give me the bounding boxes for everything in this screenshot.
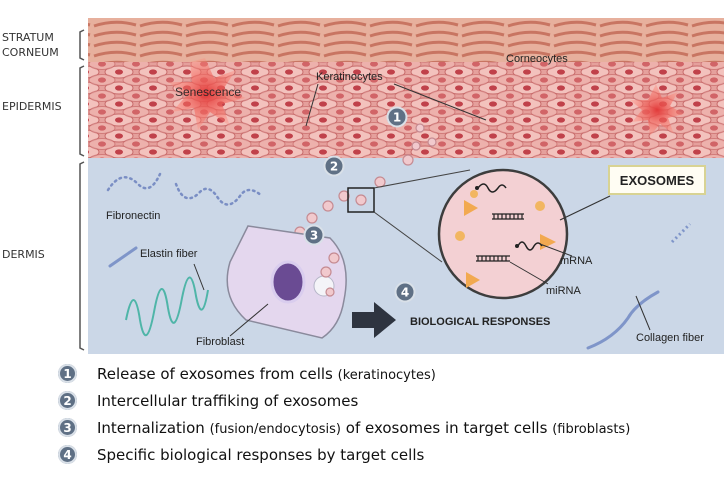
elastin-label: Elastin fiber — [140, 248, 198, 260]
elastin-fiber — [125, 276, 209, 336]
layer-label-epidermis: EPIDERMIS — [2, 100, 62, 113]
senescence-burst-left — [168, 58, 246, 130]
senescence-burst-right — [630, 84, 684, 136]
mrna-pointer — [539, 243, 573, 257]
response-arrow — [352, 302, 396, 338]
legend-item-4: 4 Specific biological responses by targe… — [58, 441, 718, 468]
legend-badge-1: 1 — [58, 364, 77, 383]
legend-text-1: Release of exosomes from cells — [97, 364, 333, 383]
legend-note-1: (keratinocytes) — [337, 367, 436, 383]
elastin-segment — [108, 246, 138, 268]
legend-text-3b: of exosomes in target cells — [345, 418, 548, 437]
exosome-zoom-box — [347, 187, 375, 213]
fibronectin-label: Fibronectin — [106, 210, 160, 222]
collagen-fiber — [586, 290, 660, 350]
legend-badge-4: 4 — [58, 445, 77, 464]
legend-text-2: Intercellular traffiking of exosomes — [97, 391, 359, 410]
keratinocytes-pointers — [305, 83, 487, 127]
layer-label-corneum: CORNEUM — [2, 46, 59, 59]
badge-1: 1 — [386, 106, 408, 128]
fibroblast-cell — [226, 225, 347, 339]
exosomes-label: EXOSOMES — [620, 173, 695, 188]
mirna-label: miRNA — [546, 285, 581, 297]
svg-text:3: 3 — [310, 229, 318, 243]
elastin-pointer — [193, 263, 205, 291]
svg-text:1: 1 — [393, 111, 401, 125]
legend-note-3a: (fusion/endocytosis) — [209, 421, 341, 437]
legend-text-4: Specific biological responses by target … — [97, 445, 425, 464]
mrna-label: mRNA — [560, 255, 593, 267]
legend-item-3: 3 Internalization (fusion/endocytosis) o… — [58, 414, 718, 441]
exosomes-label-box — [608, 165, 706, 195]
layer-label-stratum: STRATUM — [2, 31, 54, 44]
legend-badge-3: 3 — [58, 418, 77, 437]
svg-text:4: 4 — [401, 286, 409, 300]
legend-note-3b: (fibroblasts) — [552, 421, 631, 437]
fibroblast-label: Fibroblast — [196, 336, 244, 348]
svg-text:2: 2 — [330, 160, 338, 174]
collagen-label: Collagen fiber — [636, 332, 704, 344]
stratum-corneum-layer — [88, 18, 724, 62]
zoom-lines — [373, 169, 471, 263]
badge-3: 3 — [303, 224, 325, 246]
collagen-pointer — [635, 295, 651, 331]
legend-item-2: 2 Intercellular traffiking of exosomes — [58, 387, 718, 414]
exosome-zoom — [437, 168, 569, 300]
fibronectin-fibers — [106, 172, 264, 206]
badge-4: 4 — [394, 281, 416, 303]
collagen-fragment — [670, 222, 692, 244]
corneocytes-label: Corneocytes — [506, 53, 568, 65]
mirna-pointer — [509, 261, 549, 285]
senescence-label: Senescence — [175, 85, 241, 99]
legend-badge-2: 2 — [58, 391, 77, 410]
layer-label-dermis: DERMIS — [2, 248, 45, 261]
badge-2: 2 — [323, 155, 345, 177]
fibroblast-pointer — [229, 303, 269, 337]
epidermis-layer — [88, 62, 724, 160]
skin-exosome-diagram: STRATUM CORNEUM EPIDERMIS DERMIS Corneoc… — [2, 18, 724, 354]
legend-item-1: 1 Release of exosomes from cells (kerati… — [58, 360, 718, 387]
keratinocytes-label: Keratinocytes — [316, 71, 383, 83]
layer-brackets — [79, 29, 85, 351]
legend: 1 Release of exosomes from cells (kerati… — [58, 360, 718, 468]
exosomes-pointer — [559, 195, 611, 221]
legend-text-3a: Internalization — [97, 418, 205, 437]
biological-responses-label: BIOLOGICAL RESPONSES — [410, 316, 550, 328]
